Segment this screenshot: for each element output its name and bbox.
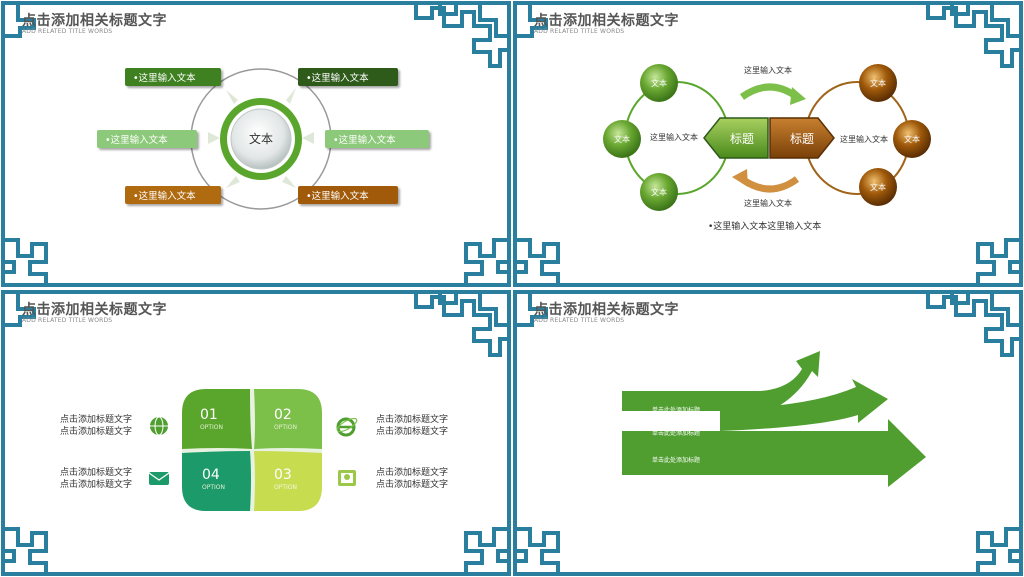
tile-option: OPTION	[202, 484, 225, 491]
footer-text: •这里输入文本这里输入文本	[708, 222, 822, 232]
ball-label: 文本	[870, 79, 886, 88]
ie-icon	[336, 417, 358, 437]
tile-number: 01	[200, 407, 218, 423]
cycle-diagram	[190, 68, 332, 210]
left-text-2b: 点击添加标题文字	[60, 480, 133, 490]
hex-title-left: 标题	[729, 132, 754, 146]
left-text-2a: 点击添加标题文字	[60, 468, 133, 478]
ball-label: 文本	[904, 135, 920, 144]
tile-option: OPTION	[274, 424, 297, 431]
mail-icon	[148, 472, 170, 485]
slide-2[interactable]: 点击添加相关标题文字 ADD RELATED TITLE WORDS 文本 文本…	[512, 0, 1024, 288]
branch-arrows	[622, 351, 926, 487]
right-text-1a: 点击添加标题文字	[376, 415, 449, 425]
arrow-label-2: 单击此处添加标题	[652, 430, 701, 437]
option-grid	[182, 389, 322, 511]
tile-number: 02	[274, 407, 292, 423]
slide-4[interactable]: 点击添加相关标题文字 ADD RELATED TITLE WORDS 单击此处添…	[512, 289, 1024, 577]
slide-title: 点击添加相关标题文字	[22, 302, 167, 318]
slide-subtitle: ADD RELATED TITLE WORDS	[22, 28, 113, 35]
ball-label: 文本	[651, 188, 667, 197]
arrow-label-1: 单击此处添加标题	[652, 407, 701, 414]
item-pill[interactable]: •这里输入文本	[97, 130, 197, 148]
slide-subtitle: ADD RELATED TITLE WORDS	[534, 28, 625, 35]
ball-label: 文本	[870, 183, 886, 192]
slide-subtitle: ADD RELATED TITLE WORDS	[534, 317, 625, 324]
right-text-1b: 点击添加标题文字	[376, 427, 449, 437]
slide-title: 点击添加相关标题文字	[534, 302, 679, 318]
slide-title: 点击添加相关标题文字	[534, 13, 679, 29]
left-text-1a: 点击添加标题文字	[60, 415, 133, 425]
item-pill[interactable]: •这里输入文本	[125, 68, 221, 86]
slide-title: 点击添加相关标题文字	[22, 13, 167, 29]
left-text-1b: 点击添加标题文字	[60, 427, 133, 437]
item-pill[interactable]: •这里输入文本	[325, 130, 429, 148]
hex-title-right: 标题	[789, 132, 814, 146]
right-label: 这里输入文本	[840, 135, 888, 144]
infinity-diagram	[603, 64, 931, 211]
right-text-2b: 点击添加标题文字	[376, 480, 449, 490]
tile-number: 03	[274, 467, 292, 483]
slide-subtitle: ADD RELATED TITLE WORDS	[22, 317, 113, 324]
center-label: 文本	[248, 132, 273, 146]
item-pill[interactable]: •这里输入文本	[298, 186, 398, 204]
item-pill[interactable]: •这里输入文本	[298, 68, 398, 86]
right-text-2a: 点击添加标题文字	[376, 468, 449, 478]
item-pill[interactable]: •这里输入文本	[125, 186, 221, 204]
slide-3[interactable]: 点击添加相关标题文字 ADD RELATED TITLE WORDS 01 OP…	[0, 289, 512, 577]
tile-option: OPTION	[200, 424, 223, 431]
top-label: 这里输入文本	[744, 66, 792, 75]
tile-number: 04	[202, 467, 220, 483]
globe-icon	[150, 416, 168, 436]
left-label: 这里输入文本	[650, 133, 698, 142]
ball-label: 文本	[651, 79, 667, 88]
ball-label: 文本	[614, 135, 630, 144]
photo-icon	[338, 470, 356, 486]
bottom-label: 这里输入文本	[744, 199, 792, 208]
slide-1[interactable]: 点击添加相关标题文字 ADD RELATED TITLE WORDS 文本 •这…	[0, 0, 512, 288]
tile-option: OPTION	[274, 484, 297, 491]
arrow-label-3: 单击此处添加标题	[652, 457, 701, 464]
